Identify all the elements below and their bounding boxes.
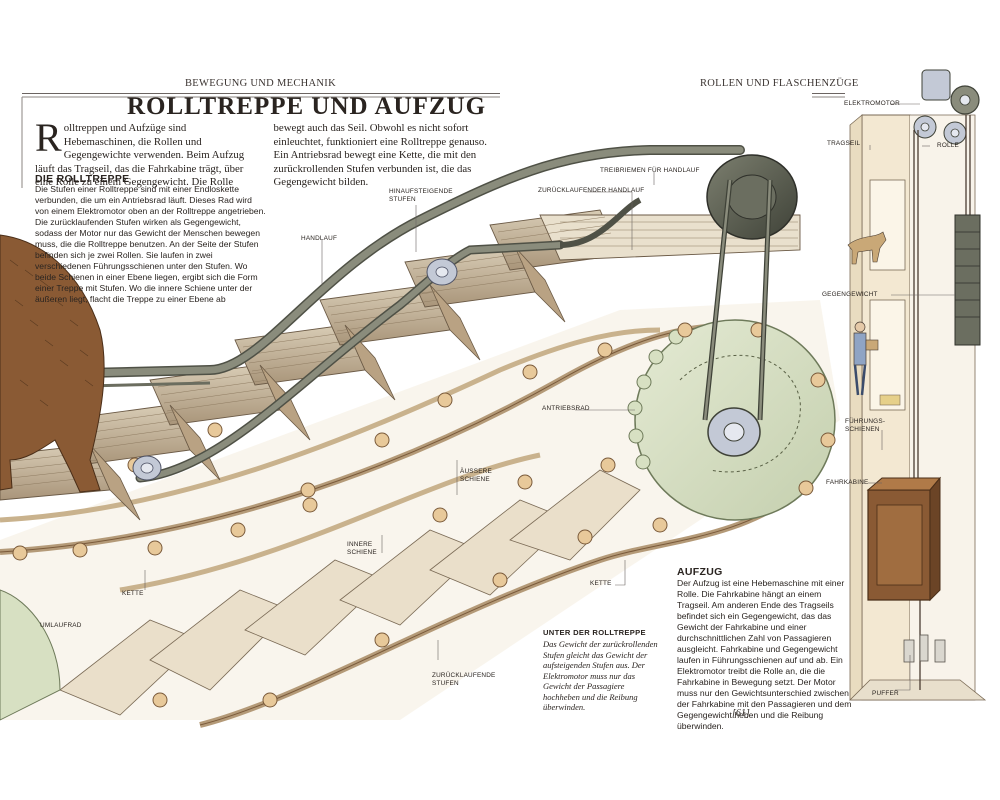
- elevator-car: [866, 476, 942, 602]
- label-aussere-2: SCHIENE: [460, 476, 490, 483]
- label-fahrkabine: FAHRKABINE: [826, 479, 869, 486]
- label-rolle: ROLLE: [937, 142, 959, 149]
- label-zurueck-stufen-2: STUFEN: [432, 680, 459, 687]
- label-hinaufsteigende-2: STUFEN: [389, 196, 416, 203]
- label-innere-2: SCHIENE: [347, 549, 377, 556]
- running-header-left: BEWEGUNG UND MECHANIK: [185, 78, 336, 89]
- label-elektromotor: ELEKTROMOTOR: [844, 100, 900, 107]
- dog-illustration: [847, 231, 887, 265]
- label-aussere: ÄUSSERE: [460, 468, 492, 475]
- aufzug-text: Der Aufzug ist eine Hebemaschine mit ein…: [677, 578, 852, 731]
- label-gegengewicht: GEGENGEWICHT: [822, 291, 878, 298]
- label-kette-left: KETTE: [122, 590, 144, 597]
- label-tragseil: TRAGSEIL: [827, 140, 861, 147]
- unter-heading: UNTER DER ROLLTREPPE: [543, 628, 646, 637]
- label-fuehrungsschienen: FÜHRUNGS-: [845, 418, 886, 425]
- dropcap: R: [35, 115, 62, 160]
- rolltreppe-text: Die Stufen einer Rolltreppe sind mit ein…: [35, 184, 266, 304]
- header-rule-left: [22, 93, 500, 94]
- rolltreppe-heading: DIE ROLLTREPPE: [35, 173, 130, 185]
- label-zurueck-handlauf: ZURÜCKLAUFENDER HANDLAUF: [538, 187, 645, 194]
- running-header-right: ROLLEN UND FLASCHENZÜGE: [700, 78, 859, 89]
- return-wheel: [0, 589, 61, 721]
- page-number: [61]: [732, 708, 750, 719]
- aufzug-heading: AUFZUG: [677, 566, 723, 578]
- label-umlaufrad: UMLAUFRAD: [40, 622, 82, 629]
- bear-illustration: [0, 234, 105, 493]
- returning-steps: [59, 469, 641, 716]
- label-fuehrungsschienen-2: SCHIENEN: [845, 426, 880, 433]
- label-zurueck-stufen: ZURÜCKLAUFENDE: [432, 672, 496, 679]
- page-title: ROLLTREPPE UND AUFZUG: [127, 93, 487, 120]
- label-handlauf: HANDLAUF: [301, 235, 338, 242]
- buffers: [903, 634, 946, 663]
- bottom-strip: [0, 733, 1000, 800]
- handrail-rollers: [132, 258, 458, 481]
- inner-track-lower: [119, 452, 541, 593]
- label-hinaufsteigende: HINAUFSTEIGENDE: [389, 188, 453, 195]
- unter-text: Das Gewicht der zurückrollenden Stufen g…: [543, 639, 658, 712]
- label-innere: INNERE: [347, 541, 373, 548]
- person-illustration: [853, 321, 879, 396]
- label-puffer: PUFFER: [872, 690, 899, 697]
- page-frame: [21, 96, 845, 188]
- counterweight: [954, 214, 981, 346]
- leader-lines: [144, 103, 955, 691]
- elevator-motor: [913, 69, 980, 145]
- intro-body: olltreppen und Aufzüge sind Hebemaschine…: [35, 122, 487, 188]
- label-antriebsrad: ANTRIEBSRAD: [542, 405, 590, 412]
- label-treibriemen: TREIBRIEMEN FÜR HANDLAUF: [600, 167, 700, 174]
- handrail-drive: [702, 154, 798, 457]
- header-rule-right: [812, 93, 845, 94]
- label-kette-mid: KETTE: [590, 580, 612, 587]
